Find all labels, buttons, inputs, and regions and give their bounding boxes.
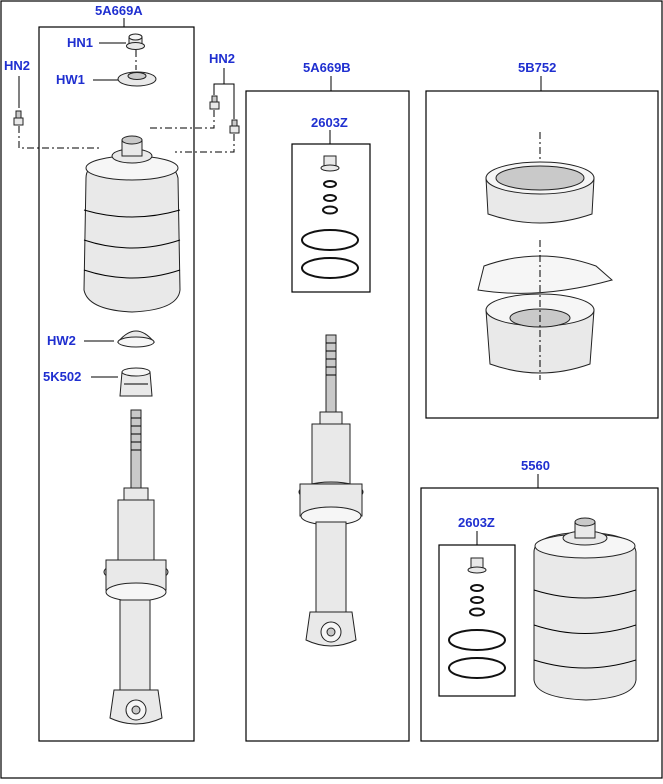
align-line-right-b (175, 134, 235, 153)
callout-5560[interactable]: 5560 (521, 458, 550, 473)
hw2-cap-part (116, 330, 156, 348)
callout-hw1[interactable]: HW1 (56, 72, 85, 87)
hn1-nut-part (126, 33, 145, 50)
air-spring-right-part (533, 517, 637, 701)
5k502-bump-stop-part (119, 367, 153, 397)
align-line-right-a (150, 110, 215, 129)
callout-5b752[interactable]: 5B752 (518, 60, 557, 75)
hn2-left-bolt-part (13, 110, 24, 126)
hw1-washer-part (117, 71, 157, 87)
assembly-5560-frame (420, 487, 659, 742)
callout-hn2-right[interactable]: HN2 (209, 51, 236, 66)
callout-hw2[interactable]: HW2 (47, 333, 76, 348)
kit-2603z-middle-frame (291, 143, 371, 293)
assembly-5b752-frame (425, 90, 659, 419)
hn2-right-bolts-part (209, 95, 240, 134)
shock-absorber-left-part (103, 409, 169, 725)
shock-absorber-middle-part (298, 334, 364, 647)
kit-2603z-middle-parts (301, 155, 359, 279)
align-line-left (18, 126, 100, 149)
assembly-5a669b-frame (245, 90, 410, 742)
assembly-5a669a-frame (38, 26, 195, 742)
callout-hn1[interactable]: HN1 (67, 35, 94, 50)
callout-2603z-right[interactable]: 2603Z (458, 515, 495, 530)
air-spring-left-part (83, 135, 181, 313)
callout-2603z-middle[interactable]: 2603Z (311, 115, 348, 130)
leader-hn2-right-a (213, 68, 225, 95)
leader-hn2-right-b (224, 83, 235, 119)
callout-5a669b[interactable]: 5A669B (303, 60, 351, 75)
5b752-parts (477, 132, 614, 380)
kit-2603z-right-parts (448, 557, 506, 679)
callout-5k502[interactable]: 5K502 (43, 369, 82, 384)
callout-5a669a[interactable]: 5A669A (95, 3, 143, 18)
callout-hn2-left[interactable]: HN2 (4, 58, 31, 73)
